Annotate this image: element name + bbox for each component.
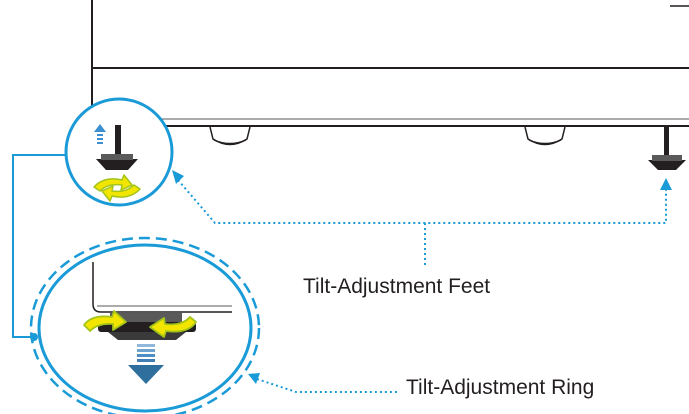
leader-arrowhead-right-foot [660, 178, 672, 190]
leader-arrowhead-left-foot [172, 170, 184, 184]
tilt-foot-left-base [96, 159, 138, 170]
ring-leader-line [256, 378, 399, 393]
large-callout-circle [29, 236, 261, 414]
small-callout-circle [64, 97, 174, 207]
tilt-adjustment-feet-label: Tilt-Adjustment Feet [303, 275, 491, 298]
callout-connector [12, 154, 67, 338]
leader-arrowhead-ring [248, 373, 260, 384]
projector-body [91, 0, 689, 127]
rotate-arrows-icon [83, 310, 197, 338]
fixed-foot-right [524, 126, 566, 146]
arrow-down-icon [128, 344, 164, 384]
tilt-foot-right [648, 127, 686, 170]
rotate-arrows-icon [93, 174, 141, 202]
tilt-foot-left-shaft [115, 125, 121, 159]
feet-leader-lines [177, 179, 667, 265]
fixed-foot-left [209, 126, 251, 146]
arrow-up-icon [94, 124, 106, 144]
tilt-adjustment-ring-label: Tilt-Adjustment Ring [406, 376, 595, 399]
